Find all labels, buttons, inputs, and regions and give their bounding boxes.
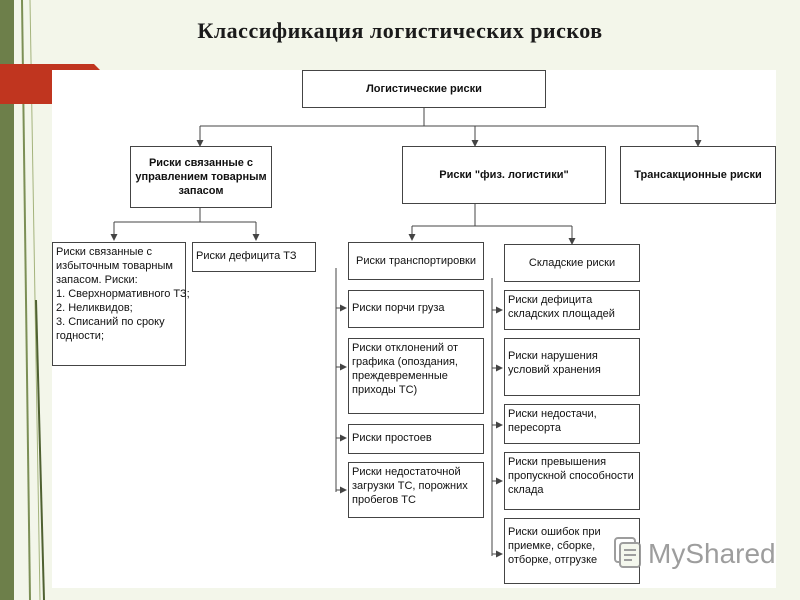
transport-item: Риски простоев — [348, 424, 484, 454]
excess-line: избыточным товарным — [56, 260, 173, 272]
slide-title: Классификация логистических рисков — [197, 18, 603, 43]
warehouse-item: Риски дефицита складских площадей — [504, 290, 640, 330]
transport-item: Риски недостаточной загрузки ТС, порожни… — [348, 462, 484, 518]
watermark-text: MyShared — [648, 538, 776, 569]
physical-logistics-label: Риски "физ. логистики" — [439, 169, 569, 181]
warehouse-item-label: Риски ошибок при приемке, сборке, отборк… — [508, 526, 601, 566]
transaction-risk-node: Трансакционные риски — [620, 146, 776, 204]
stock-deficit-label: Риски дефицита ТЗ — [196, 250, 297, 262]
warehouse-item-label: Риски дефицита складских площадей — [508, 294, 615, 320]
diagram-panel: Логистические риски Риски связанные с уп… — [52, 70, 776, 588]
excess-stock-node: Риски связанные с избыточным товарным за… — [52, 242, 190, 366]
excess-line: запасом. Риски: — [56, 274, 138, 286]
left-decoration — [0, 0, 46, 600]
excess-line: Риски связанные с — [56, 246, 153, 258]
warehouse-item-label: Риски превышения пропускной способности … — [508, 456, 634, 496]
warehouse-risk-header-label: Складские риски — [528, 257, 616, 269]
transport-risk-header-label: Риски транспортировки — [355, 255, 476, 267]
physical-logistics-node: Риски "физ. логистики" — [402, 146, 606, 204]
warehouse-item: Риски ошибок при приемке, сборке, отборк… — [504, 518, 640, 584]
myshared-logo-icon — [614, 537, 641, 568]
warehouse-item: Риски недостачи, пересорта — [504, 404, 640, 444]
warehouse-item-label: Риски недостачи, пересорта — [508, 408, 597, 434]
inventory-risk-node: Риски связанные с управлением товарным з… — [130, 146, 272, 208]
stock-deficit-node: Риски дефицита ТЗ — [192, 242, 316, 272]
transport-item-label: Риски отклонений от графика (опоздания, … — [352, 342, 459, 396]
excess-line: годности; — [56, 330, 104, 342]
transport-item: Риски отклонений от графика (опоздания, … — [348, 338, 484, 414]
root-node: Логистические риски — [302, 70, 546, 108]
transaction-risk-label: Трансакционные риски — [634, 169, 762, 181]
transport-item-label: Риски порчи груза — [352, 302, 445, 314]
root-node-label: Логистические риски — [366, 83, 482, 95]
transport-item: Риски порчи груза — [348, 290, 484, 328]
warehouse-item: Риски превышения пропускной способности … — [504, 452, 640, 510]
transport-item-label: Риски простоев — [352, 432, 432, 444]
excess-line: 1. Сверхнормативного ТЗ; — [56, 288, 190, 300]
watermark: MyShared — [612, 536, 776, 572]
warehouse-item: Риски нарушения условий хранения — [504, 338, 640, 396]
diagram-connectors — [110, 108, 702, 558]
warehouse-risk-header: Складские риски — [504, 244, 640, 282]
warehouse-item-label: Риски нарушения условий хранения — [508, 350, 601, 376]
transport-risk-header: Риски транспортировки — [348, 242, 484, 280]
transport-item-label: Риски недостаточной загрузки ТС, порожни… — [352, 466, 468, 506]
excess-line: 2. Неликвидов; — [56, 302, 133, 314]
inventory-risk-label: Риски связанные с управлением товарным з… — [135, 157, 267, 197]
excess-line: 3. Списаний по сроку — [56, 316, 165, 328]
